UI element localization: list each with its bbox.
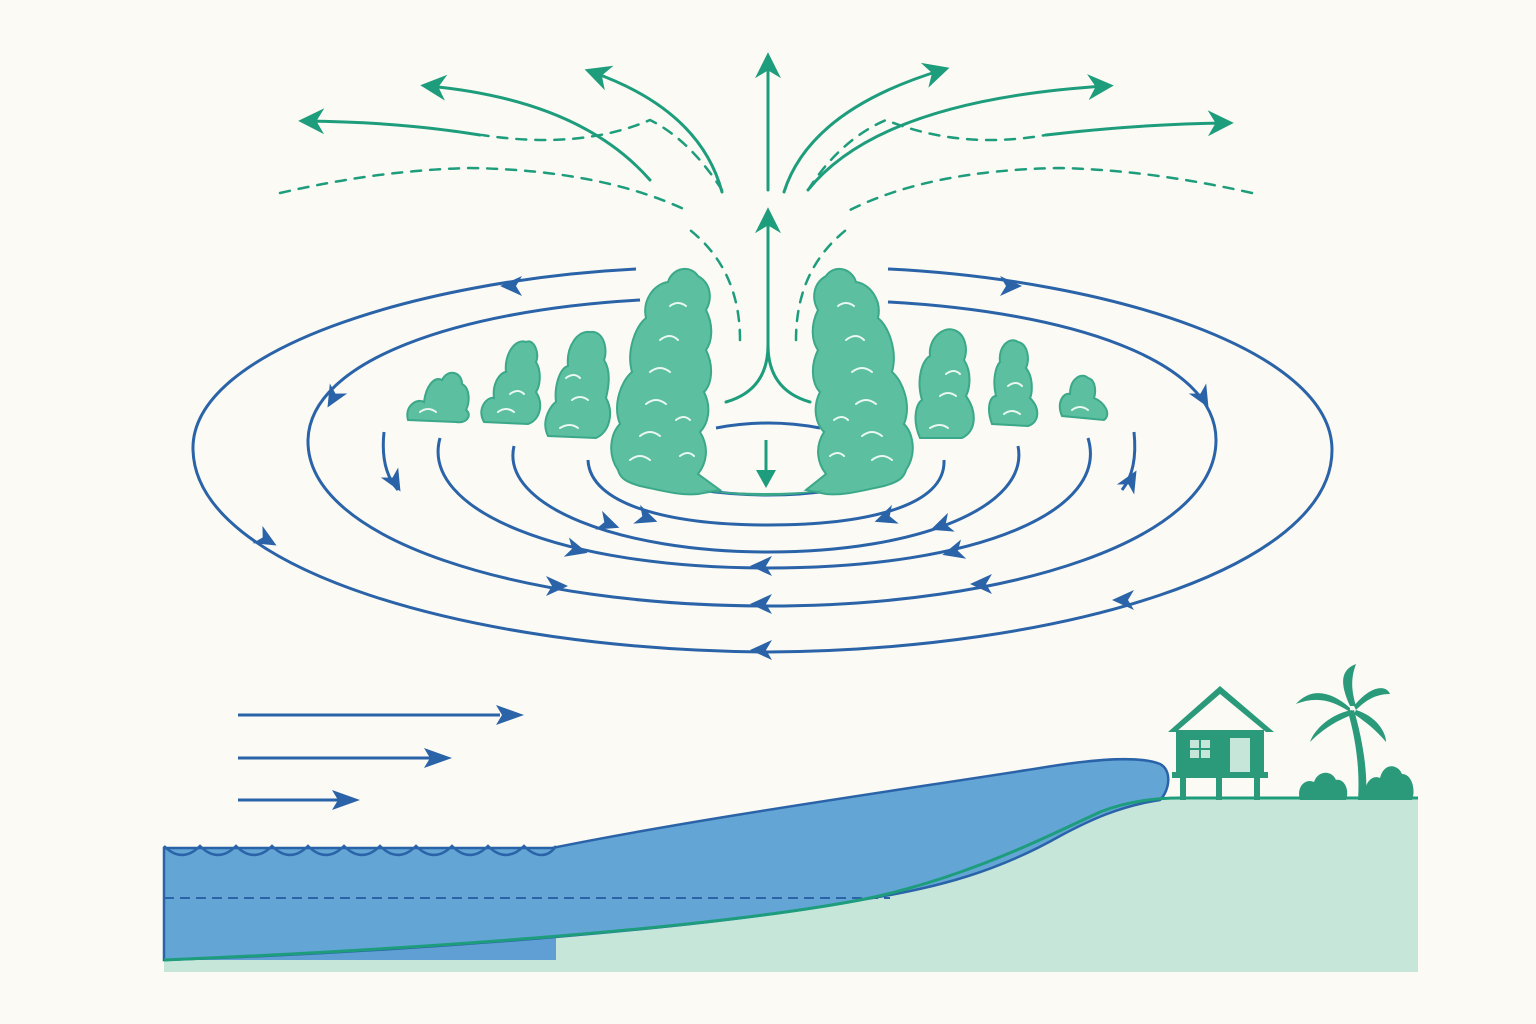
arrowhead	[500, 276, 522, 296]
arrowhead	[1188, 383, 1209, 408]
arrowhead	[1000, 276, 1022, 296]
arrowhead	[252, 525, 277, 546]
rainband-clouds	[406, 328, 1109, 440]
eye-down-arrowhead	[756, 470, 776, 488]
palm-frond	[1296, 693, 1350, 712]
arrowhead	[327, 383, 348, 408]
arrowhead	[930, 512, 955, 532]
eyewall-left	[610, 267, 723, 496]
eye-subsidence	[756, 440, 776, 488]
cloud-band-far-right	[1058, 374, 1109, 422]
outflow-arrow-right-3	[1044, 110, 1234, 137]
coastal-cross-section	[162, 757, 1418, 972]
cloud-band-left-3	[544, 330, 612, 440]
arrowhead	[595, 510, 620, 530]
eye-funnel-right	[766, 343, 812, 404]
eye-funnel-left	[724, 343, 770, 404]
arrowhead	[942, 539, 967, 559]
inflow-arrowheads	[252, 276, 1209, 660]
inflow-ring-1-right	[767, 267, 1334, 654]
wind-arrowhead-2	[424, 748, 452, 768]
palm-frond	[1310, 710, 1354, 742]
house-stilt	[1254, 778, 1260, 800]
arrowhead	[1112, 590, 1134, 610]
arrowhead	[633, 504, 658, 524]
cloud-band-far-left	[406, 371, 470, 424]
palm-frond	[1343, 664, 1356, 706]
inflow-ring-3-left	[436, 437, 1092, 570]
arrowhead	[546, 576, 568, 596]
shrub	[1299, 772, 1348, 800]
palm-trunk	[1348, 710, 1367, 800]
rainband-highlights	[419, 370, 1089, 429]
shrub	[1365, 766, 1414, 800]
house-stilt	[1216, 778, 1222, 800]
wind-arrowheads	[332, 705, 524, 810]
onshore-wind	[238, 713, 500, 802]
outflow-arrow-left-3	[298, 108, 482, 137]
palm-tree	[1296, 664, 1414, 800]
arrowhead	[750, 594, 772, 614]
coastline-edge	[163, 796, 1418, 962]
palm-frond	[1354, 710, 1386, 742]
house-body	[1176, 730, 1264, 774]
eyewall-right	[803, 267, 914, 496]
house-roof	[1168, 686, 1274, 732]
eye-floor	[700, 490, 826, 496]
arrowhead	[563, 537, 588, 557]
stilt-house	[1168, 686, 1274, 800]
eye-arc-top	[715, 421, 821, 430]
cloud-band-left-2	[480, 340, 542, 426]
outflow-arrow-left-1	[584, 65, 724, 194]
sea-surface-waves	[163, 844, 558, 857]
inflow-ring-1-left	[191, 267, 769, 654]
inflow-ring-4-left	[511, 445, 1021, 554]
arrowhead	[380, 467, 401, 492]
outflow-arrow-right-1	[782, 62, 950, 194]
outflow-arrow-left-2	[420, 74, 652, 182]
outflow-dashed-paths	[278, 118, 1254, 342]
wind-arrowhead-1	[496, 705, 524, 725]
eyewall-clouds	[610, 267, 914, 496]
house-door	[1230, 738, 1250, 772]
outflow-arrow-right-2	[806, 74, 1114, 192]
arrowhead	[874, 504, 899, 524]
arrowhead	[750, 556, 772, 576]
palm-frond	[1354, 688, 1390, 710]
house-deck	[1172, 772, 1268, 778]
house-stilt	[1180, 778, 1186, 800]
upper-level-outflow	[278, 52, 1254, 404]
inflow-ring-2-right	[767, 300, 1218, 608]
cloud-band-right-3	[914, 328, 975, 439]
low-level-inflow-rings	[191, 267, 1334, 654]
arrowhead	[750, 640, 772, 660]
arrowhead	[970, 574, 992, 594]
inflow-arc-right	[1120, 431, 1137, 491]
coastal-land	[164, 798, 1418, 972]
wind-arrowhead-3	[332, 790, 360, 810]
arrowhead	[1116, 470, 1137, 495]
eyewall-highlights	[629, 302, 893, 461]
inflow-ring-5	[586, 459, 946, 527]
